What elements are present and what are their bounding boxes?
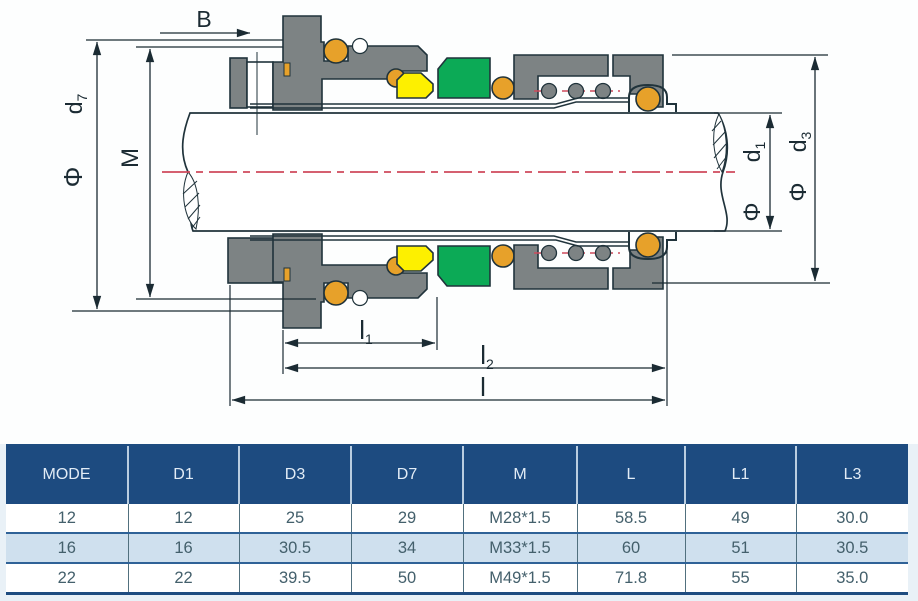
- extension-lines: [72, 39, 830, 406]
- phi-d7-label: Φ: [58, 167, 88, 188]
- column-header-l3: L3: [795, 444, 908, 504]
- oring-top: [323, 38, 349, 64]
- cell-d7: 50: [350, 562, 463, 592]
- cell-d1: 12: [127, 504, 239, 533]
- cell-mode: 22: [6, 562, 128, 592]
- table-row: 22 22 39.5 50 M49*1.5 71.8 55 35.0: [6, 562, 908, 592]
- m-label: M: [117, 148, 144, 168]
- cell-l1: 51: [684, 532, 796, 563]
- dimension-table: MODE D1 D3 D7 M L L1 L3 12 12 25 29 M28*…: [6, 444, 908, 592]
- retainer-notch: [351, 37, 369, 55]
- l2-label: l2: [480, 340, 494, 372]
- cell-l3: 30.5: [795, 532, 908, 563]
- sleeve-line: [250, 97, 629, 105]
- cell-mode: 12: [6, 504, 128, 533]
- spring-coil: [594, 82, 612, 100]
- cell-d3: 30.5: [238, 532, 351, 563]
- column-header-mode: MODE: [6, 444, 128, 504]
- shaft-break-left: [182, 171, 201, 230]
- table-row: 16 16 30.5 34 M33*1.5 60 51 30.5: [6, 532, 908, 563]
- l-label: l: [480, 372, 486, 402]
- cell-d1: 22: [127, 562, 239, 592]
- phi-d3-label: Φ: [785, 182, 812, 201]
- cell-m: M49*1.5: [462, 562, 577, 592]
- seal-assembly: [250, 15, 677, 112]
- l1-label: l1: [359, 315, 373, 347]
- set-screw: [283, 62, 291, 77]
- spring-coil: [567, 82, 585, 100]
- cell-l3: 35.0: [795, 562, 908, 592]
- cell-d7: 29: [350, 504, 463, 533]
- oring-mid: [491, 76, 515, 100]
- cell-m: M33*1.5: [462, 532, 577, 563]
- cell-mode: 16: [6, 532, 128, 563]
- seal-cross-section-diagram: B Φ d7 M Φ d1 Φ d3 l1 l2 l: [58, 6, 830, 406]
- shaft-break-right: [711, 112, 728, 174]
- column-header-d1: D1: [127, 444, 239, 504]
- gland-plate: [229, 57, 248, 109]
- sleeve-line: [250, 101, 629, 109]
- spring-retainer: [513, 54, 609, 100]
- cell-d1: 16: [127, 532, 239, 563]
- d3-label: d3: [785, 132, 814, 153]
- cell-l1: 55: [684, 562, 796, 592]
- dimension-table-wrap: MODE D1 D3 D7 M L L1 L3 12 12 25 29 M28*…: [6, 444, 908, 595]
- cell-d3: 39.5: [238, 562, 351, 592]
- oring-shaft: [635, 86, 661, 112]
- cell-l: 58.5: [576, 504, 685, 533]
- d7-label: d7: [61, 94, 90, 115]
- cell-l: 71.8: [576, 562, 685, 592]
- seat-ring: [437, 57, 491, 99]
- cell-d3: 25: [238, 504, 351, 533]
- column-header-l: L: [576, 444, 685, 504]
- cell-l1: 49: [684, 504, 796, 533]
- cell-l: 60: [576, 532, 685, 563]
- column-header-d7: D7: [350, 444, 463, 504]
- d1-label: d1: [739, 142, 768, 163]
- column-header-m: M: [462, 444, 577, 504]
- column-header-l1: L1: [684, 444, 796, 504]
- cell-m: M28*1.5: [462, 504, 577, 533]
- table-row: 12 12 25 29 M28*1.5 58.5 49 30.0: [6, 504, 908, 533]
- seal-face-ring: [396, 72, 434, 99]
- cell-d7: 34: [350, 532, 463, 563]
- b-label: B: [196, 6, 211, 32]
- oring-cup: [628, 83, 677, 112]
- spring-coil: [540, 82, 558, 100]
- phi-d1-label: Φ: [739, 202, 766, 221]
- cell-l3: 30.0: [795, 504, 908, 533]
- gland-gasket: [246, 61, 274, 108]
- header-row: MODE D1 D3 D7 M L L1 L3: [6, 444, 908, 504]
- column-header-d3: D3: [238, 444, 351, 504]
